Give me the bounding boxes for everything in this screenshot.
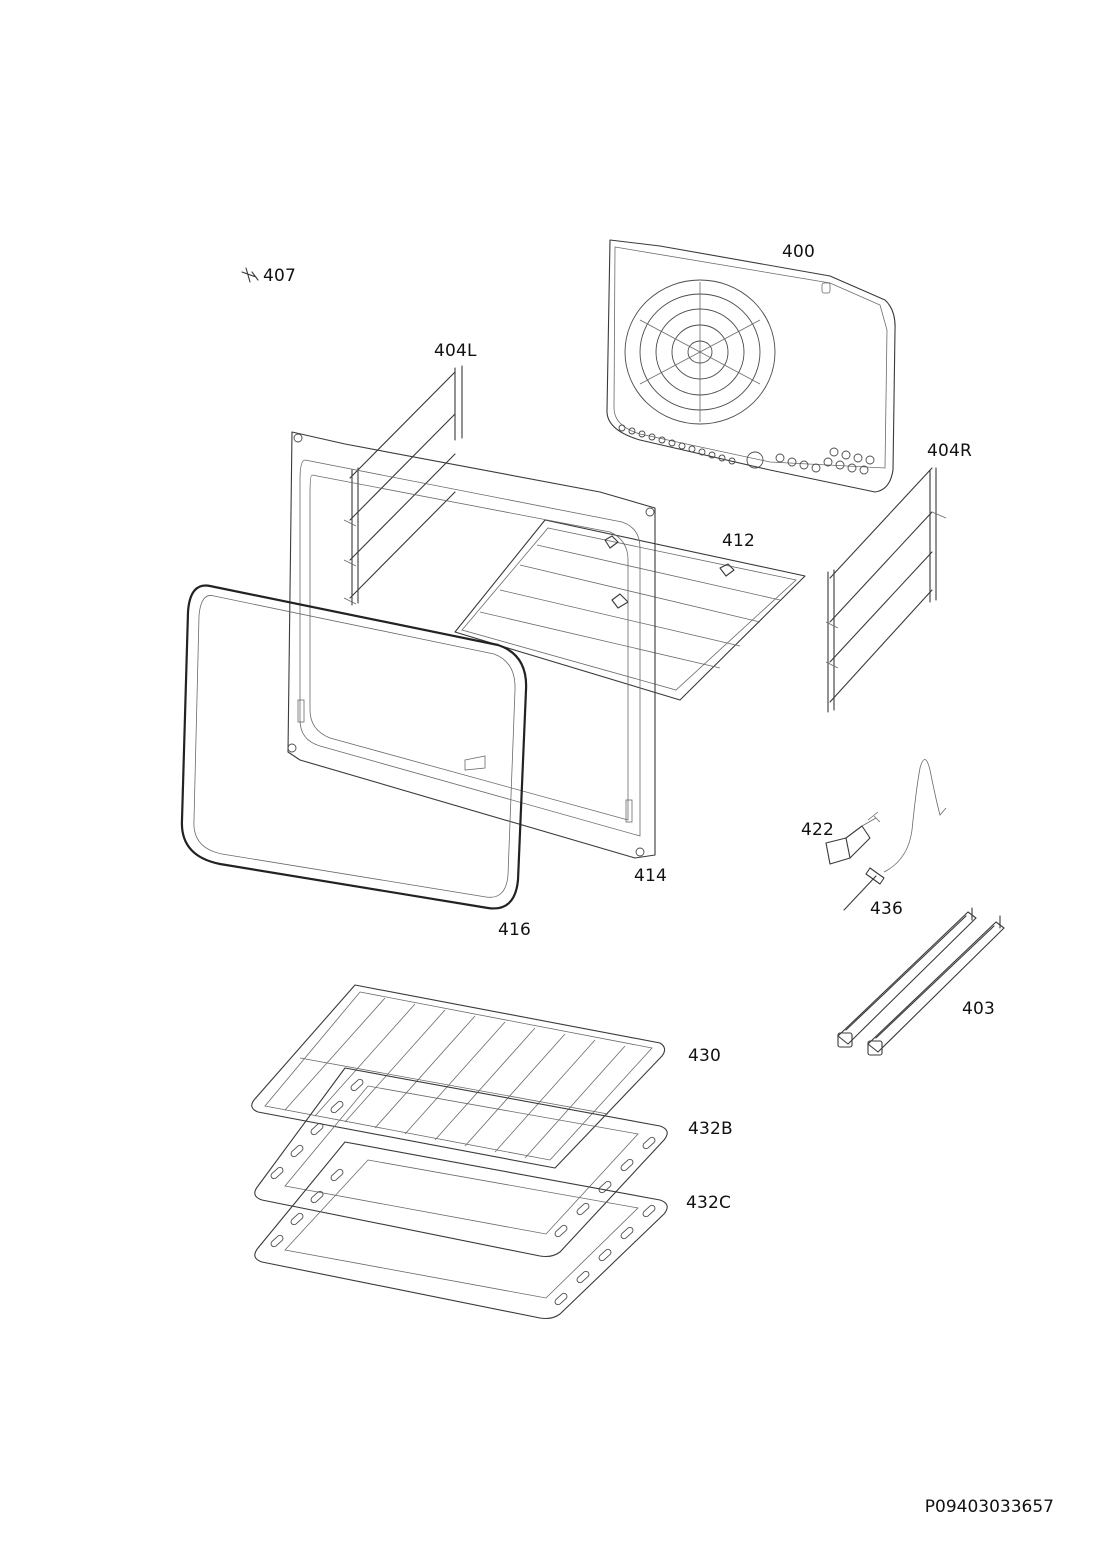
label-404L: 404L bbox=[434, 341, 477, 361]
meat-probe-436 bbox=[843, 759, 947, 911]
label-414: 414 bbox=[634, 866, 668, 886]
back-panel-400 bbox=[606, 239, 896, 493]
label-416: 416 bbox=[498, 920, 532, 940]
door-gasket-416 bbox=[180, 584, 528, 910]
shelf-support-404R bbox=[825, 467, 947, 713]
screw-407 bbox=[241, 267, 259, 283]
label-422: 422 bbox=[801, 820, 835, 840]
label-400: 400 bbox=[782, 242, 816, 262]
label-436: 436 bbox=[870, 899, 904, 919]
label-432C: 432C bbox=[686, 1193, 732, 1213]
front-frame-414 bbox=[287, 431, 656, 859]
label-412: 412 bbox=[722, 531, 756, 551]
telescopic-runners-403 bbox=[837, 907, 1005, 1056]
label-430: 430 bbox=[688, 1046, 722, 1066]
label-407: 407 bbox=[263, 266, 297, 286]
baking-tray-432B bbox=[254, 1067, 668, 1258]
lamp-422 bbox=[825, 811, 881, 865]
shelf-support-404L bbox=[343, 365, 463, 606]
deep-tray-432C bbox=[254, 1141, 668, 1320]
document-code: P09403033657 bbox=[924, 1497, 1054, 1517]
label-404R: 404R bbox=[927, 441, 973, 461]
label-403: 403 bbox=[962, 999, 996, 1019]
label-432B: 432B bbox=[688, 1119, 733, 1139]
wire-shelf-430 bbox=[251, 984, 666, 1169]
